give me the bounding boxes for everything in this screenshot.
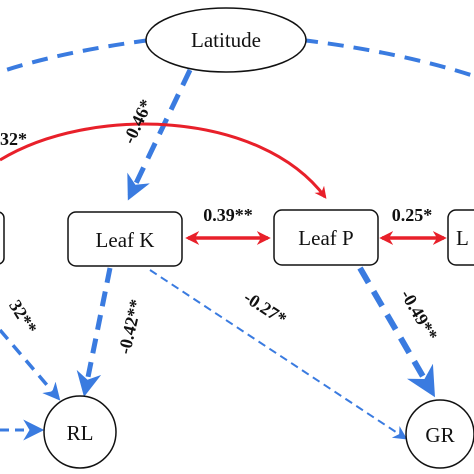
rl-label: RL [67, 421, 94, 445]
coef-latitude-leaf-k: -0.46* [119, 96, 157, 147]
latitude-node: Latitude [145, 7, 307, 73]
coef-leaf-p-leaf-partial: 0.25* [392, 205, 433, 225]
leaf-p-node: Leaf P [273, 209, 379, 266]
latitude-right-path [301, 38, 474, 78]
leaf-partial-node: L [447, 209, 474, 266]
coef-leaf-k-gr: -0.27* [240, 287, 290, 329]
leaf-p-label: Leaf P [298, 226, 353, 250]
coef-left-leaf-p: 32* [0, 129, 27, 149]
left-to-rl-path [0, 328, 61, 401]
rl-node: RL [43, 395, 117, 469]
coef-left-rl: 32** [5, 296, 41, 337]
leaf-k-to-gr-path [149, 269, 408, 440]
coef-leaf-k-rl: -0.42** [114, 297, 146, 356]
leaf-partial-left-box [0, 211, 5, 265]
latitude-left-path [0, 38, 151, 74]
leaf-k-to-rl-path [76, 267, 113, 397]
latitude-label: Latitude [191, 28, 261, 52]
leaf-p-to-gr-path [357, 266, 436, 398]
gr-label: GR [425, 423, 454, 447]
leaf-partial-label: L [456, 226, 469, 250]
leaf-k-node: Leaf K [67, 211, 183, 267]
coef-leaf-p-gr: -0.49** [397, 286, 442, 344]
leaf-k-label: Leaf K [96, 228, 155, 252]
latitude-to-leaf-k-path [127, 68, 193, 201]
coef-leaf-k-leaf-p: 0.39** [203, 205, 253, 225]
gr-node: GR [405, 399, 474, 469]
left-to-leaf-p-path [0, 122, 327, 199]
